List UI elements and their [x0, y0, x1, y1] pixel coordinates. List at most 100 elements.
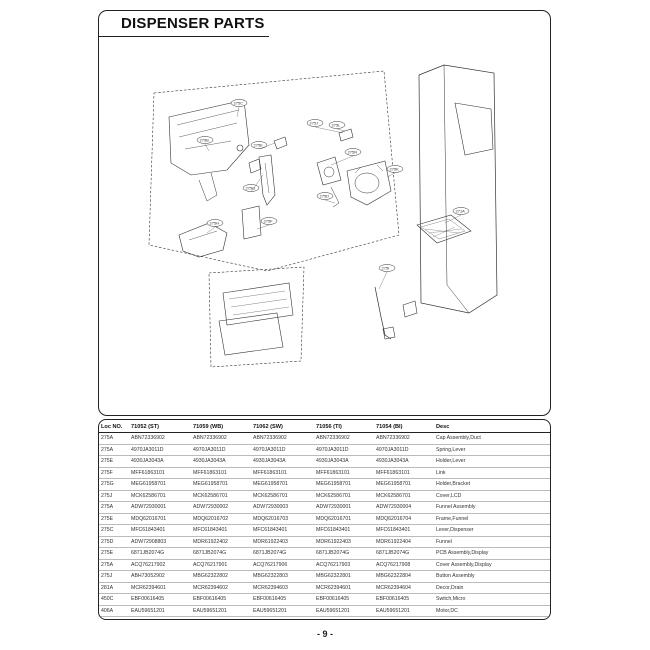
table-row: 580CABQ72540002ABQ72540002ABQ72540002ABQ… [99, 616, 550, 619]
table-cell: MFC61843401 [191, 524, 251, 537]
table-cell: ADW72930001 [129, 501, 191, 514]
table-cell: 275A [99, 444, 129, 456]
title-underline [99, 36, 269, 37]
table-cell: EBF00616405 [251, 593, 314, 606]
table-cell: Decor,Drain [434, 582, 550, 594]
door-outline [418, 64, 498, 314]
table-cell: Holder,Bracket [434, 478, 550, 491]
pcb-case-part [222, 282, 294, 326]
table-cell: MCR62394601 [314, 582, 374, 594]
table-cell: Funnel [434, 536, 550, 548]
table-cell: Holder,Lever [434, 455, 550, 468]
table-cell: MCK62586701 [374, 490, 434, 502]
callout-7: 275L [332, 123, 342, 128]
table-cell: 4970JA3011D [191, 444, 251, 456]
table-cell: 4930JA3043A [251, 455, 314, 468]
table-cell: MBG62322804 [374, 570, 434, 583]
column-header: Desc [434, 423, 550, 433]
table-cell: MFF61863101 [129, 467, 191, 479]
table-cell: ACQ76217906 [251, 559, 314, 571]
table-cell: Button Assembly [434, 570, 550, 583]
duct-cap-part [346, 160, 392, 206]
table-cell: 4930JA3043A [129, 455, 191, 468]
table-cell: ABQ72540002 [314, 616, 374, 619]
table-cell: ABN72336902 [191, 432, 251, 445]
table-cell: ACQ76217903 [314, 559, 374, 571]
funnel-part [178, 222, 228, 258]
table-cell: ABN72336902 [251, 432, 314, 445]
table-cell: ADW72930002 [191, 501, 251, 514]
table-cell: ADW72930001 [314, 501, 374, 514]
table-cell: MEG61958701 [251, 478, 314, 491]
table-cell: ABQ72540002 [129, 616, 191, 619]
table-cell: 6871JB2074G [374, 547, 434, 560]
table-cell: EAU59651201 [129, 605, 191, 617]
table-cell: 275A [99, 559, 129, 571]
table-cell: MFC61843401 [314, 524, 374, 537]
table-cell: 4970JA3011D [251, 444, 314, 456]
table-cell: MDQ62016703 [251, 513, 314, 525]
motor-part [316, 156, 342, 186]
table-cell: MDQ62016701 [314, 513, 374, 525]
table-cell: ACQ76217908 [374, 559, 434, 571]
table-cell: MDR61922404 [374, 536, 434, 548]
column-header: 71062 (SW) [251, 423, 314, 433]
table-cell: ABH73052902 [129, 570, 191, 583]
table-cell: 275J [99, 490, 129, 502]
callout-0: 275C [234, 101, 244, 106]
table-cell: MFC61843401 [129, 524, 191, 537]
column-header: 71059 (WB) [191, 423, 251, 433]
table-cell: 275J [99, 570, 129, 583]
callout-4: 275F [264, 219, 274, 224]
table-cell: 4970JA3011D [314, 444, 374, 456]
table-cell: 580C [99, 616, 129, 619]
spring-part [236, 144, 244, 152]
table-cell: Cover Assembly,Display [434, 559, 550, 571]
table-cell: 275E [99, 455, 129, 468]
table-cell: MCR62394603 [251, 582, 314, 594]
link-part [273, 136, 288, 150]
table-cell: MDQ62016702 [191, 513, 251, 525]
table-cell: 275D [99, 536, 129, 548]
table-cell: ADW72908803 [129, 536, 191, 548]
callout-6: 275J [310, 121, 319, 126]
table-header-row: Loc NO.71052 (ST)71059 (WB)71062 (SW)710… [99, 423, 550, 433]
table-cell: Spring,Lever [434, 444, 550, 456]
callout-2: 275E [254, 143, 264, 148]
table-cell: 6871JB2074G [314, 547, 374, 560]
assembly-boundary [148, 70, 400, 272]
table-cell: 275G [99, 478, 129, 491]
callout-8: 275N [348, 150, 358, 155]
table-cell: MBG62322802 [191, 570, 251, 583]
callout-1: 275B [200, 138, 210, 143]
diagram-frame: DISPENSER PARTS [98, 10, 551, 416]
column-header: 71054 (BI) [374, 423, 434, 433]
table-cell: MCR62394601 [129, 582, 191, 594]
table-cell: Motor,DC [434, 605, 550, 617]
callout-3: 275G [246, 186, 256, 191]
table-cell: 6871JB2074G [251, 547, 314, 560]
table-cell: 275F [99, 467, 129, 479]
table-cell: MCK62586701 [191, 490, 251, 502]
table-cell: MBG62322801 [314, 570, 374, 583]
table-cell: Link [434, 467, 550, 479]
callout-5: 275H [210, 221, 220, 226]
page-title: DISPENSER PARTS [121, 15, 265, 32]
table-cell: Frame,Funnel [434, 513, 550, 525]
cover-lcd-part [241, 205, 262, 240]
parts-table: Loc NO.71052 (ST)71059 (WB)71062 (SW)710… [99, 423, 550, 619]
table-cell: 4930JA3043A [191, 455, 251, 468]
table-cell: 275C [99, 524, 129, 537]
table-cell: ACQ76217901 [191, 559, 251, 571]
table-cell: MFC61843401 [374, 524, 434, 537]
